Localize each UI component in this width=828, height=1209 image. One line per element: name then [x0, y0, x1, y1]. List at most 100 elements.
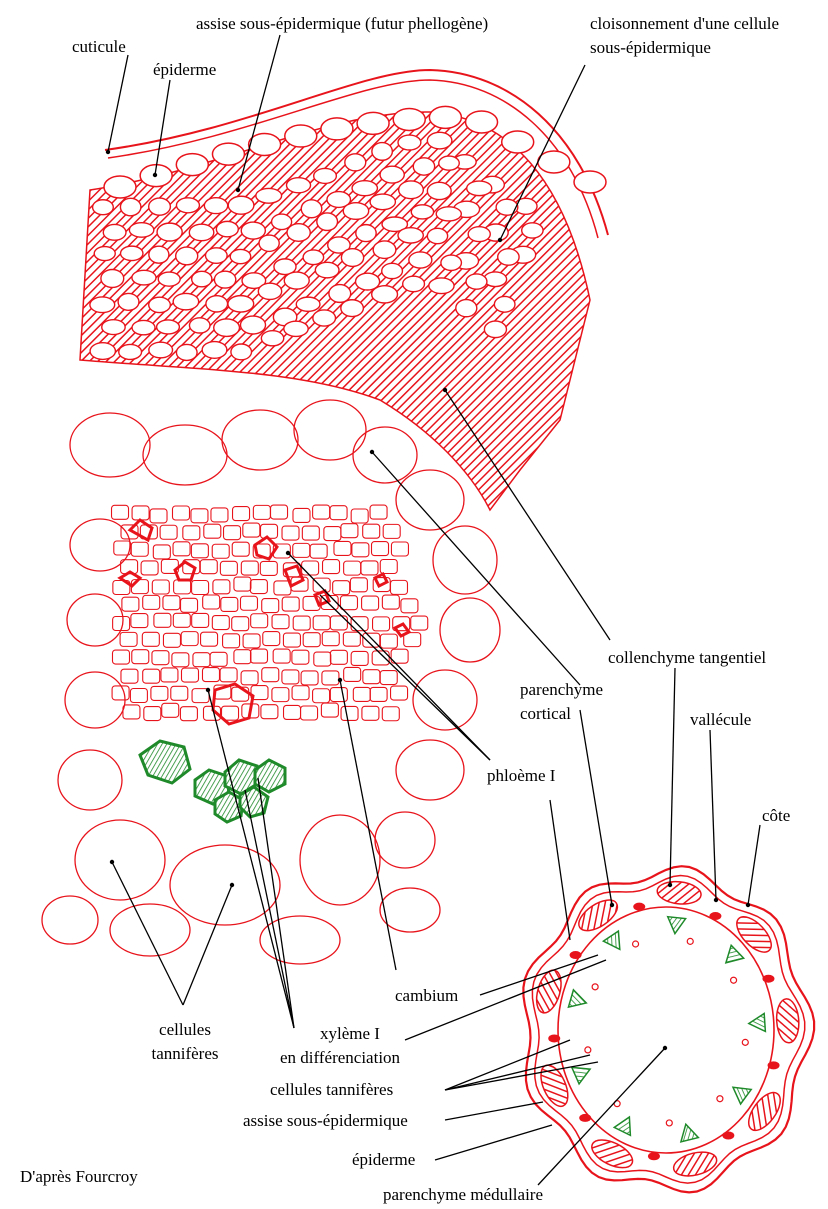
vascular-cell: [111, 649, 131, 665]
vascular-cell: [112, 615, 131, 632]
collenchyma-cell: [344, 153, 367, 172]
tannin-ring: [665, 1119, 673, 1127]
collenchyma-cell: [440, 254, 463, 272]
vascular-cell: [390, 685, 409, 701]
vascular-cell: [269, 504, 289, 520]
collenchyma-cell: [520, 222, 544, 239]
vascular-cell: [300, 705, 319, 721]
collenchyma-cell: [201, 340, 228, 359]
subepidermal-cells: [103, 105, 607, 199]
tannin-cell: [579, 1113, 592, 1122]
subepidermal-cell: [537, 150, 571, 174]
collenchyma-cells: [89, 131, 544, 362]
collenchyma-cell: [131, 269, 157, 286]
collenchyma-cell: [340, 248, 365, 268]
collenchyma-cell: [213, 270, 237, 289]
collenchyma-cell: [428, 277, 455, 295]
inner-epidermis: [531, 874, 806, 1184]
vascular-cell: [171, 652, 190, 668]
vascular-cell: [242, 633, 261, 649]
collenchyma-cell: [455, 298, 478, 318]
collenchyma-cell: [204, 247, 228, 264]
collenchyma-cell: [227, 294, 255, 313]
collenchyma-rib: [578, 899, 619, 932]
collenchyma-cell: [328, 283, 352, 304]
collenchyma-cell: [465, 180, 493, 197]
collenchyma-cell: [283, 271, 310, 290]
tannin-ring: [584, 1046, 592, 1054]
vascular-cell: [151, 579, 170, 595]
label-cellules-tanniferes-left-2: tannifères: [151, 1044, 219, 1063]
vascular-cell: [239, 595, 259, 611]
vascular-cell: [309, 543, 328, 559]
label-assise-sous-epidermique-bottom: assise sous-épidermique: [243, 1111, 408, 1130]
collenchyma-cell: [312, 167, 338, 185]
subepidermal-cell: [392, 107, 426, 132]
vascular-cell: [231, 506, 251, 522]
vascular-cell: [349, 577, 368, 593]
vascular-cell: [149, 508, 168, 524]
vascular-cell: [329, 686, 348, 703]
vascular-bundles: [567, 915, 767, 1143]
vascular-cell: [231, 616, 250, 632]
vascular-cell: [302, 632, 321, 648]
vascular-cell: [171, 505, 191, 521]
collenchyma-cell: [295, 296, 321, 313]
label-epiderme-top: épiderme: [153, 60, 217, 79]
vascular-cell: [180, 631, 199, 647]
vascular-cell: [242, 522, 261, 538]
collenchyma-cell: [119, 197, 142, 217]
vascular-cell: [140, 560, 159, 576]
credit-text: D'après Fourcroy: [20, 1167, 138, 1186]
vascular-cell: [172, 541, 191, 557]
collenchyma-cell: [412, 157, 436, 176]
collenchyma-cell: [372, 240, 397, 260]
vascular-cell: [291, 649, 310, 665]
vascular-cell: [209, 651, 228, 667]
collenchyma-cell: [148, 245, 170, 264]
vascular-cell: [329, 615, 348, 631]
vascular-cell: [201, 667, 221, 683]
collenchyma-cell: [258, 234, 280, 253]
vascular-cell: [120, 668, 139, 684]
subepidermal-cell: [356, 111, 390, 136]
vascular-cell: [361, 595, 380, 611]
collenchyma-cell: [354, 272, 381, 291]
collenchyma-cell: [89, 342, 117, 361]
vascular-cell: [320, 702, 339, 718]
tannin-cell: [548, 1034, 561, 1043]
vascular-cell: [332, 580, 351, 596]
tannin-ring: [729, 976, 738, 984]
vascular-cell: [211, 543, 230, 559]
tannin-ring: [716, 1095, 724, 1103]
label-parenchyme-cortical-1: parenchyme: [520, 680, 604, 699]
collenchyma-ribs: [535, 880, 800, 1177]
cuticle-arc: [104, 68, 609, 236]
vascular-cell: [392, 616, 411, 632]
detailed-section: [41, 68, 609, 965]
vascular-cell: [371, 616, 391, 632]
collenchyma-cell: [148, 341, 174, 359]
collenchyma-cell: [227, 195, 255, 215]
vascular-bundle: [570, 1066, 592, 1086]
vascular-cell: [170, 685, 189, 701]
vascular-cell: [260, 704, 279, 720]
vascular-cell: [203, 523, 222, 539]
vascular-cell: [379, 633, 398, 649]
collenchyma-cell: [379, 165, 405, 184]
vascular-cell: [390, 648, 409, 664]
collenchyma-cell: [300, 199, 323, 219]
collenchyma-cell: [371, 141, 394, 161]
vascular-cell: [200, 631, 219, 647]
vascular-cell: [261, 598, 280, 614]
vascular-cell: [122, 704, 141, 720]
vascular-bundle: [666, 915, 687, 936]
xylem-cells-detail: [138, 739, 287, 824]
vascular-cell: [312, 504, 331, 520]
collenchyma-cell: [286, 222, 311, 243]
collenchyma-cell: [188, 223, 215, 242]
label-cloisonnement-2: sous-épidermique: [590, 38, 711, 57]
vascular-cell: [220, 705, 240, 721]
collenchyma-cell: [283, 320, 309, 338]
